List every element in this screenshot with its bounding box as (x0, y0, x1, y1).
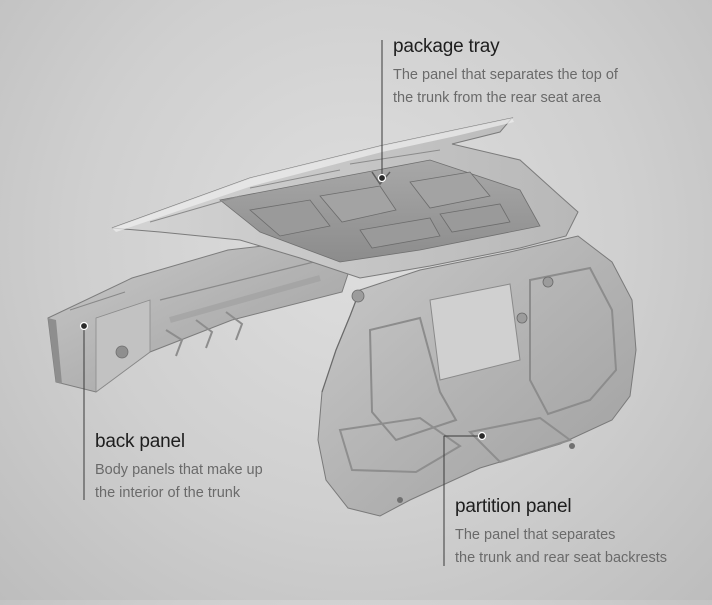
package-tray-description: The panel that separates the top of the … (393, 64, 618, 110)
package-tray-desc-line2: the trunk from the rear seat area (393, 90, 601, 106)
back-panel-shape (47, 237, 353, 393)
partition-panel-desc-line1: The panel that separates (455, 527, 616, 543)
partition-panel-title: partition panel (455, 496, 572, 517)
package-tray-label: package tray The panel that separates th… (393, 36, 618, 110)
back-panel-desc-line2: the interior of the trunk (95, 485, 241, 501)
partition-panel-desc-line2: the trunk and rear seat backrests (455, 550, 667, 566)
callout-partition-panel (443, 431, 487, 566)
back-panel-desc-line1: Body panels that make up (95, 462, 263, 478)
package-tray-desc-line1: The panel that separates the top of (393, 67, 618, 83)
back-panel-label: back panel Body panels that make up the … (95, 431, 263, 505)
package-tray-shape (111, 117, 579, 279)
back-panel-description: Body panels that make up the interior of… (95, 459, 263, 505)
package-tray-title: package tray (393, 36, 500, 57)
partition-panel-description: The panel that separates the trunk and r… (455, 524, 667, 570)
callout-package-tray (377, 40, 387, 183)
partition-panel-shape (317, 235, 637, 517)
callout-back-panel (79, 321, 89, 500)
partition-panel-label: partition panel The panel that separates… (455, 496, 667, 570)
back-panel-title: back panel (95, 431, 185, 452)
